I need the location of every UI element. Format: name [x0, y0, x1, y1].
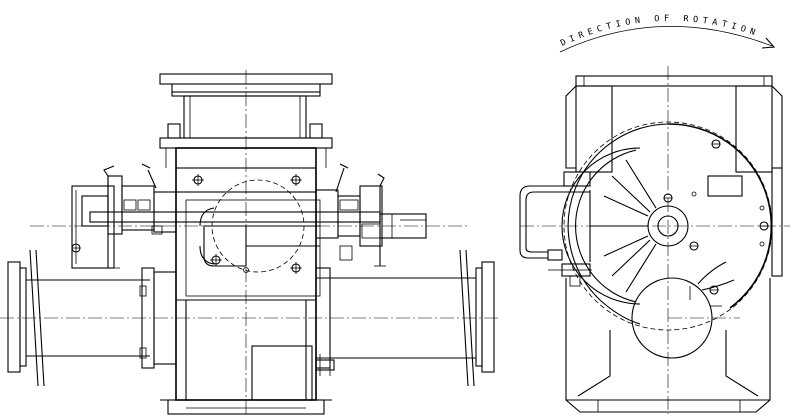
end-view: DIRECTION OF ROTATION	[519, 14, 790, 414]
side-view	[0, 70, 500, 415]
bolt-icon	[663, 193, 673, 203]
outlet-port	[631, 261, 735, 359]
rotor-section	[199, 179, 320, 273]
rotor-vanes	[590, 159, 657, 293]
rotor-housing	[563, 121, 773, 331]
inlet-flange	[159, 73, 333, 168]
bolt-icon	[711, 139, 721, 149]
rotor-shaft	[89, 211, 427, 239]
right-bearing-assembly	[315, 163, 386, 267]
bolt-icon	[759, 241, 765, 247]
shaft-bore	[657, 215, 679, 237]
bolt-icon	[709, 285, 719, 295]
rotor	[561, 147, 689, 305]
end-view-left-fittings	[519, 171, 592, 287]
bolt-icon	[243, 267, 249, 273]
bolt-icon	[290, 174, 302, 186]
bolt-icon	[689, 241, 699, 251]
bolt-icon	[759, 205, 765, 211]
bolt-icon	[759, 221, 769, 231]
end-view-frame	[565, 75, 783, 413]
right-pipe	[315, 249, 495, 387]
end-view-details	[663, 139, 769, 307]
rotation-direction-annotation: DIRECTION OF ROTATION	[559, 14, 776, 53]
left-bearing-assembly	[71, 163, 177, 269]
bolt-icon	[290, 262, 302, 274]
side-view-bottom-fitting	[315, 354, 335, 376]
nameplate	[707, 175, 743, 197]
left-pipe	[7, 249, 177, 387]
housing-bolts	[192, 174, 302, 274]
bolt-icon	[691, 191, 697, 197]
rotation-label: DIRECTION OF ROTATION	[559, 14, 760, 49]
bolt-icon	[192, 174, 204, 186]
grease-nipple-icon	[71, 243, 81, 253]
bolt-icon	[210, 254, 222, 266]
